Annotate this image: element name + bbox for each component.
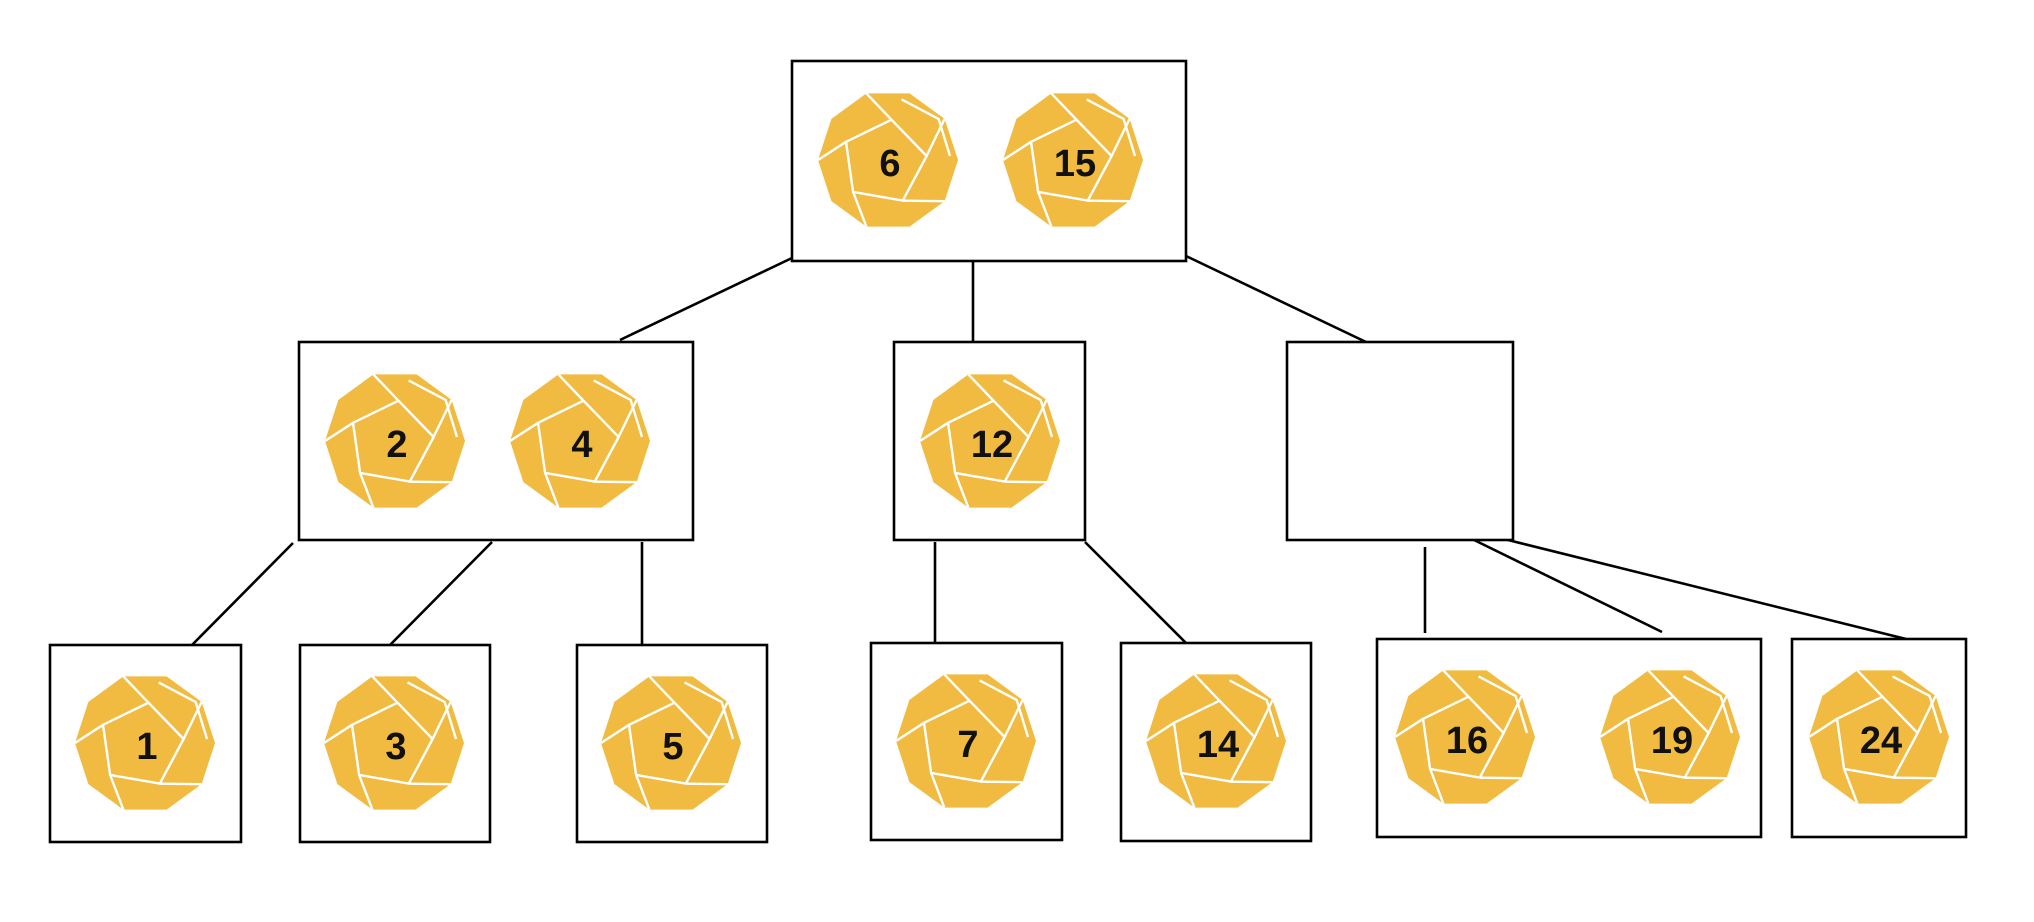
node-box (1285, 340, 1515, 542)
edge-mid-left-to-leaf-1 (191, 542, 294, 646)
die-icon: 15 (1002, 92, 1143, 228)
edge-mid-left-to-leaf-3 (389, 541, 493, 646)
die-icon: 19 (1599, 669, 1740, 805)
tree-node-leaf-5: 5 (575, 643, 769, 844)
die-icon: 7 (895, 673, 1036, 809)
tree-node-mid-center: 12 (892, 340, 1087, 542)
die-label: 19 (1651, 720, 1693, 762)
die-label: 16 (1446, 720, 1488, 762)
die-icon: 3 (323, 675, 464, 811)
edge-mid-right-to-leaf-16-19 (1469, 536, 1663, 634)
die-label: 2 (386, 424, 407, 466)
die-icon: 1 (74, 675, 215, 811)
die-label: 6 (879, 143, 900, 185)
edges-layer (191, 254, 1907, 646)
edge-mid-right-to-leaf-24 (1507, 538, 1907, 641)
die-label: 15 (1054, 143, 1096, 185)
die-label: 12 (971, 424, 1013, 466)
tree-node-leaf-1: 1 (48, 643, 243, 844)
die-label: 1 (136, 726, 157, 768)
die-label: 24 (1860, 720, 1902, 762)
tree-node-root: 6 15 (790, 59, 1188, 263)
die-icon: 5 (600, 675, 741, 811)
die-label: 3 (385, 726, 406, 768)
die-label: 14 (1197, 724, 1239, 766)
edge-mid-center-to-leaf-14 (1084, 541, 1187, 644)
die-icon: 16 (1394, 669, 1535, 805)
die-icon: 2 (324, 373, 465, 509)
edge-root-to-mid-right (1185, 254, 1367, 344)
die-icon: 6 (817, 92, 958, 228)
die-icon: 12 (919, 373, 1060, 509)
tree-node-leaf-14: 14 (1119, 641, 1313, 843)
die-label: 5 (662, 726, 683, 768)
tree-node-leaf-7: 7 (869, 641, 1064, 842)
tree-node-leaf-24: 24 (1790, 637, 1968, 839)
tree-node-mid-right (1285, 340, 1515, 542)
die-label: 4 (571, 424, 592, 466)
die-icon: 14 (1145, 673, 1286, 809)
die-label: 7 (957, 724, 978, 766)
die-icon: 4 (509, 373, 650, 509)
edge-root-to-mid-left (619, 256, 793, 342)
tree-node-leaf-3: 3 (298, 643, 492, 844)
die-icon: 24 (1808, 669, 1949, 805)
